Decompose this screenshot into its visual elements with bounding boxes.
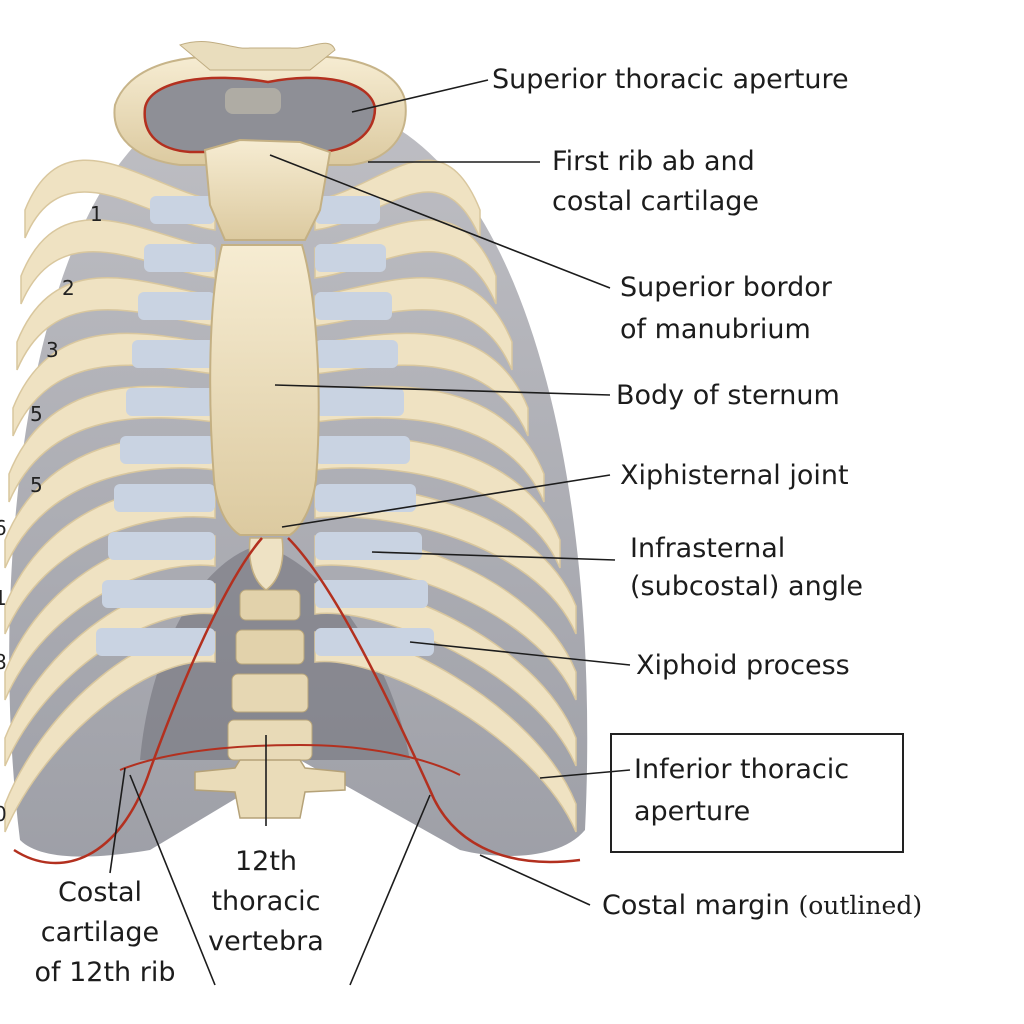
label-first-rib-line1: First rib ab and [552,146,755,177]
costal-cartilage-right [315,244,386,272]
rib-number: 0 [0,802,7,826]
inferior-aperture-box [610,733,904,853]
label-manubrium-line1: Superior bordor [620,272,832,303]
label-vertebra-line3: vertebra [208,926,324,957]
rib-number: 2 [62,276,75,300]
costal-cartilage-right [315,628,434,656]
label-superior-thoracic-aperture: Superior thoracic aperture [492,64,849,95]
label-body-of-sternum: Body of sternum [616,380,840,411]
vertebral-column [227,589,313,761]
label-vertebra-line2: thoracic [211,886,321,917]
label-costal-margin: Costal margin (outlined) [602,886,922,926]
costal-margin-outline [13,537,581,865]
label-manubrium-line2: of manubrium [620,314,811,345]
label-infrasternal-line1: Infrasternal [630,533,786,564]
costal-cartilage-right [315,580,428,608]
costal-cartilage-right [315,436,410,464]
rib-number: 1 [90,202,103,226]
costal-cartilage-left [108,532,215,560]
costal-cartilage-left [126,388,215,416]
twelfth-thoracic-vertebra [194,759,346,819]
costal-cartilage-left [96,628,215,656]
label-costal-cartilage-line2: cartilage [40,917,160,948]
label-inferior-aperture-line1: Inferior thoracic [634,754,850,785]
rib-number: 1 [0,586,7,610]
sternum [203,138,332,591]
xiphoid [248,537,284,591]
costal-cartilage-left [120,436,215,464]
costal-cartilage-right [315,292,392,320]
costal-cartilage-left [114,484,215,512]
costal-cartilage-right [315,388,404,416]
costal-cartilage-right [315,532,422,560]
costal-cartilage-left [144,244,215,272]
rib-number: 6 [0,516,7,540]
costal-cartilage-right [315,340,398,368]
sternum-body [209,244,320,536]
label-costal-margin-text: Costal margin [602,890,790,921]
costal-cartilage-left [132,340,215,368]
leader-lines [109,79,631,986]
costal-cartilage-left [150,196,215,224]
ribs [4,159,577,833]
costal-cartilage-left [138,292,215,320]
superior-aperture [113,41,407,166]
costal-cartilage-right [315,484,416,512]
rib-number: 8 [0,650,7,674]
label-costal-margin-note: (outlined) [798,891,923,920]
label-infrasternal-line2: (subcostal) angle [630,571,863,602]
label-vertebra-line1: 12th [234,846,298,877]
label-costal-cartilage-line3: of 12th rib [34,957,176,988]
rib-number: 5 [30,402,43,426]
inferior-aperture-outline [119,743,461,776]
rib-number: 3 [46,338,59,362]
manubrium [203,138,332,241]
label-xiphisternal-joint: Xiphisternal joint [620,460,849,491]
costal-cartilage-right [315,196,380,224]
label-first-rib-line2: costal cartilage [552,186,760,217]
label-xiphoid-process: Xiphoid process [636,650,850,681]
costal-cartilage-left [102,580,215,608]
rib-number: 5 [30,473,43,497]
label-inferior-aperture-line2: aperture [634,796,751,827]
label-costal-cartilage-line1: Costal [57,877,143,908]
